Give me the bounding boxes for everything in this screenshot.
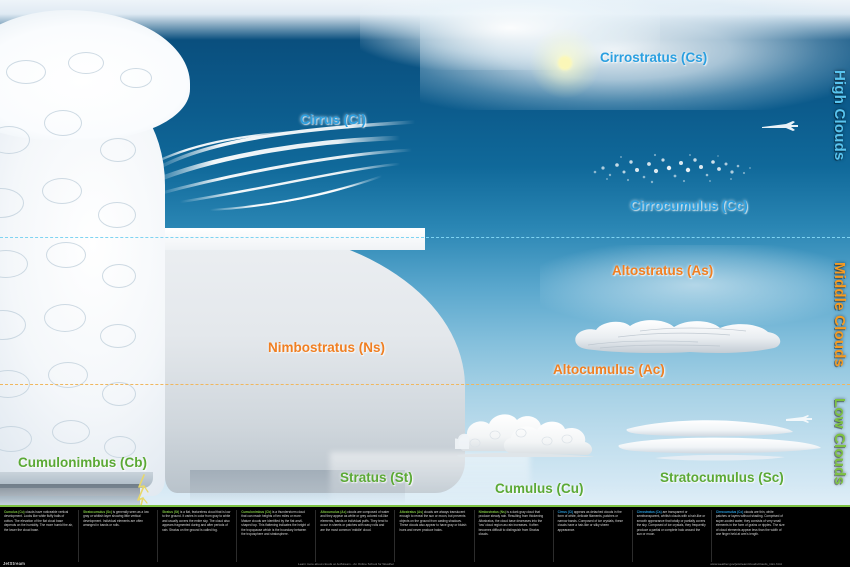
description-cloud-name: Altocumulus (Ac)	[320, 510, 347, 514]
cirrus-cloud-art	[148, 110, 570, 220]
description-column: Cirrocumulus (Cc) clouds are thin, white…	[712, 510, 790, 562]
label-altocumulus: Altocumulus (Ac)	[553, 362, 665, 377]
description-text: clouds have noticeable vertical developm…	[4, 510, 73, 532]
description-columns: Cumulus (Cu) clouds have noticeable vert…	[0, 510, 790, 562]
description-column: Nimbostratus (Ns) is a dark gray cloud t…	[475, 510, 554, 562]
source-url[interactable]: www.weather.gov/jetstream/clouds/clouds_…	[710, 562, 782, 566]
label-altostratus: Altostratus (As)	[612, 263, 714, 278]
high-cloud-divider	[0, 237, 850, 238]
description-cloud-name: Stratus (St)	[162, 510, 180, 514]
description-text: is a flat, featureless cloud that is low…	[162, 510, 231, 532]
lightning-bolt-icon	[137, 474, 149, 510]
description-cloud-name: Cumulus (Cu)	[4, 510, 25, 514]
cumulonimbus-cloud-art	[0, 6, 190, 514]
description-column: Altostratus (As) clouds are always trans…	[395, 510, 475, 562]
description-column: Stratocumulus (Sc) is generally seen as …	[79, 510, 159, 562]
description-column: Altocumulus (Ac) clouds are composed of …	[316, 510, 396, 562]
stratocumulus-cloud-art	[615, 415, 830, 461]
description-text: is a dark gray cloud that produce steady…	[478, 510, 544, 537]
label-cumulus: Cumulus (Cu)	[495, 481, 584, 496]
label-stratocumulus: Stratocumulus (Sc)	[660, 470, 784, 485]
altocumulus-cloud-art	[570, 315, 785, 357]
description-text: is generally seen as a low gray or whiti…	[83, 510, 149, 528]
cirrocumulus-cloud-art	[585, 148, 755, 190]
middle-cloud-divider	[0, 384, 850, 385]
sun-core-icon	[558, 56, 572, 70]
jetstream-brand: JetStream	[3, 561, 26, 566]
stratus-cloud-art	[330, 452, 530, 502]
label-cirrus: Cirrus (Ci)	[300, 112, 367, 127]
description-text: clouds are always translucent enough to …	[399, 510, 467, 532]
credit-line: Learn more about clouds at JetStream - A…	[0, 562, 790, 566]
description-column: Cumulus (Cu) clouds have noticeable vert…	[0, 510, 80, 562]
description-text: clouds are composed of water and they ap…	[320, 510, 390, 532]
band-label-middle: Middle Clouds	[831, 262, 848, 368]
band-label-low: Low Clouds	[831, 398, 848, 485]
label-nimbostratus: Nimbostratus (Ns)	[268, 340, 386, 355]
description-column: Cumulonimbus (Cb) is a thunderstorm clou…	[237, 510, 317, 562]
cirrostratus-veil-secondary	[360, 0, 660, 70]
label-cirrostratus: Cirrostratus (Cs)	[600, 50, 708, 65]
learn-more-text: Learn more about clouds at JetStream - A…	[298, 562, 395, 566]
description-text: appears as detached clouds in the form o…	[557, 510, 623, 532]
nimbostratus-top-edge	[165, 228, 425, 250]
label-cumulonimbus: Cumulonimbus (Cb)	[18, 455, 147, 470]
airplane-icon-low	[785, 412, 813, 430]
description-text: are transparent or semitransparent, whit…	[636, 510, 706, 537]
description-cloud-name: Stratocumulus (Sc)	[83, 510, 112, 514]
description-cloud-name: Nimbostratus (Ns)	[478, 510, 506, 514]
altostratus-cloud-art	[540, 245, 850, 325]
description-cloud-name: Cumulonimbus (Cb)	[241, 510, 272, 514]
description-cloud-name: Altostratus (As)	[399, 510, 424, 514]
description-column: Stratus (St) is a flat, featureless clou…	[158, 510, 238, 562]
description-column: Cirrostratus (Cs) are transparent or sem…	[633, 510, 712, 562]
description-cloud-name: Cirrocumulus (Cc)	[715, 510, 744, 514]
cumulus-cloud-art	[450, 405, 615, 460]
description-column: Cirrus (Ci) appears as detached clouds i…	[554, 510, 633, 562]
description-cloud-name: Cirrus (Ci)	[557, 510, 574, 514]
label-stratus: Stratus (St)	[340, 470, 413, 485]
label-cirrocumulus: Cirrocumulus (Cc)	[630, 198, 748, 213]
description-text: is a thunderstorm cloud that can reach h…	[241, 510, 310, 537]
description-text: clouds are thin, white patches or layers…	[715, 510, 785, 537]
band-label-high: High Clouds	[831, 70, 848, 161]
description-footer: Cumulus (Cu) clouds have noticeable vert…	[0, 505, 850, 567]
airplane-icon-high	[760, 118, 800, 139]
description-cloud-name: Cirrostratus (Cs)	[636, 510, 662, 514]
